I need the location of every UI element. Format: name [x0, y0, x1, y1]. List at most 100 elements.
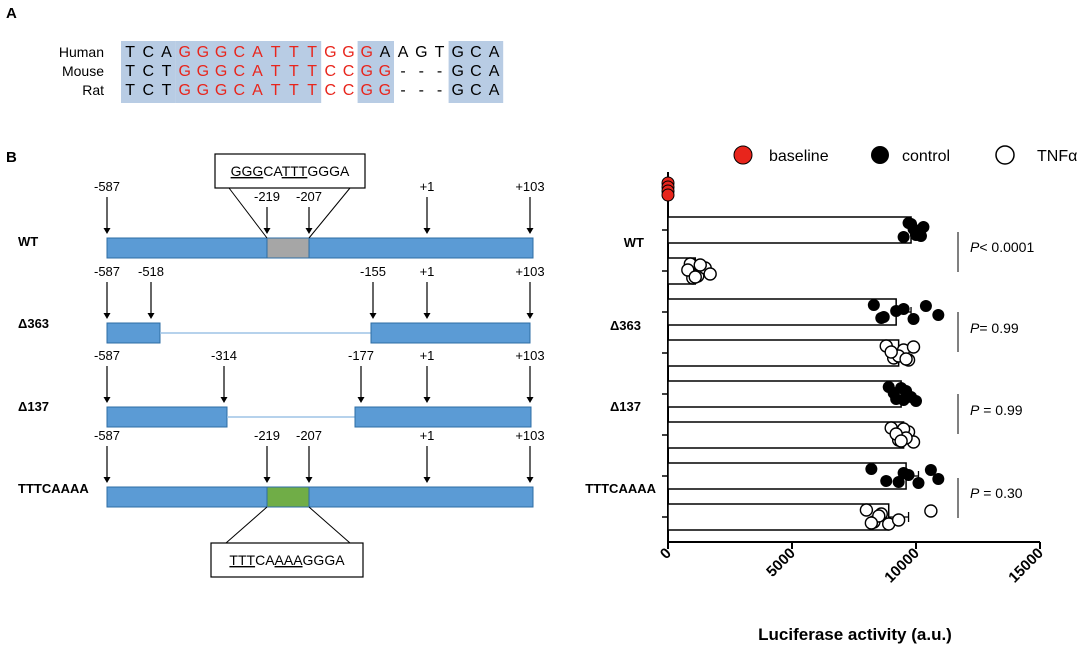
x-tick-label: 0: [657, 545, 675, 563]
nucleotide: T: [271, 82, 281, 99]
tnf-point: [924, 504, 938, 518]
nucleotide: C: [234, 82, 246, 99]
control-point: [897, 394, 910, 406]
control-point: [914, 230, 927, 242]
control-point: [919, 300, 932, 312]
nucleotide: G: [342, 44, 354, 61]
arrow-head: [103, 313, 111, 319]
p-value: P= 0.99: [970, 320, 1019, 336]
control-point: [924, 464, 937, 476]
promoter-bar: [106, 237, 534, 259]
arrow-head: [369, 313, 377, 319]
species-label: Human: [59, 44, 104, 60]
wt-sequence-box-text: GGGCATTTGGGA: [231, 163, 350, 179]
nucleotide: A: [398, 44, 409, 61]
promoter-bar: [106, 486, 534, 508]
species-label: Rat: [82, 82, 104, 98]
nucleotide: G: [197, 82, 209, 99]
nucleotide: G: [324, 44, 336, 61]
category-label: Δ363: [610, 318, 641, 333]
construct-label: TTTCAAAA: [18, 481, 89, 496]
nucleotide: G: [178, 82, 190, 99]
control-point: [865, 463, 878, 475]
arrow-head: [103, 397, 111, 403]
nucleotide: A: [489, 82, 500, 99]
panel-b-label: B: [6, 149, 17, 166]
nucleotide: C: [325, 82, 337, 99]
legend-marker: [733, 145, 753, 165]
control-point: [912, 477, 925, 489]
position-label: +1: [420, 179, 435, 194]
legend-marker: [871, 146, 889, 164]
category-label: WT: [624, 235, 644, 250]
legend-marker: [995, 145, 1015, 165]
nucleotide: -: [400, 82, 405, 99]
arrow-head: [305, 228, 313, 234]
nucleotide: -: [419, 63, 424, 80]
mutant-sequence-box-text: TTTCAAAAGGGA: [229, 552, 345, 568]
p-value: P = 0.99: [970, 402, 1023, 418]
nucleotide: G: [451, 63, 463, 80]
tnf-point: [906, 340, 921, 354]
nucleotide: T: [271, 63, 281, 80]
wt-site-block: [266, 237, 310, 259]
nucleotide: C: [234, 63, 246, 80]
mutant-site-block: [266, 486, 310, 508]
control-point: [897, 231, 910, 243]
x-axis-label: Luciferase activity (a.u.): [758, 625, 952, 644]
control-point: [875, 312, 888, 324]
callout-line: [228, 187, 268, 239]
nucleotide: G: [178, 44, 190, 61]
conserved-block: [121, 41, 176, 103]
tnf-point: [703, 267, 717, 281]
nucleotide: G: [379, 82, 391, 99]
legend-label: control: [902, 148, 950, 165]
position-label: -587: [94, 428, 120, 443]
position-label: -155: [360, 264, 386, 279]
nucleotide: G: [197, 63, 209, 80]
arrow-head: [526, 477, 534, 483]
position-label: -518: [138, 264, 164, 279]
x-tick-label: 10000: [881, 545, 923, 587]
category-label: TTTCAAAA: [585, 481, 656, 496]
nucleotide: A: [380, 44, 391, 61]
nucleotide: -: [400, 63, 405, 80]
arrow-head: [103, 228, 111, 234]
arrow-head: [305, 477, 313, 483]
tnf-point: [859, 503, 874, 517]
conserved-block: [175, 41, 322, 103]
tnf-point: [899, 352, 913, 366]
nucleotide: T: [289, 63, 299, 80]
nucleotide: G: [415, 44, 427, 61]
nucleotide: A: [252, 44, 263, 61]
nucleotide: T: [125, 63, 135, 80]
nucleotide: C: [343, 63, 355, 80]
position-label: +103: [515, 428, 544, 443]
position-label: +103: [515, 264, 544, 279]
nucleotide: C: [470, 82, 482, 99]
legend-label: baseline: [769, 148, 829, 165]
position-label: +1: [420, 264, 435, 279]
nucleotide: C: [343, 82, 355, 99]
nucleotide: C: [470, 44, 482, 61]
position-label: +103: [515, 348, 544, 363]
construct-label: Δ137: [18, 399, 49, 414]
tnf-point: [693, 258, 707, 272]
nucleotide: G: [215, 44, 227, 61]
arrow-head: [423, 228, 431, 234]
control-point: [890, 305, 903, 317]
bar: [667, 339, 900, 367]
callout-line: [308, 506, 351, 544]
promoter-segment: [106, 322, 161, 344]
x-tick-label: 5000: [763, 545, 799, 581]
arrow-head: [423, 313, 431, 319]
control-point: [892, 476, 905, 488]
nucleotide: A: [489, 44, 500, 61]
tnf-point: [688, 270, 702, 284]
arrow-head: [423, 397, 431, 403]
nucleotide: G: [215, 63, 227, 80]
baseline-point: [661, 188, 675, 202]
control-point: [867, 299, 880, 311]
position-label: -207: [296, 428, 322, 443]
